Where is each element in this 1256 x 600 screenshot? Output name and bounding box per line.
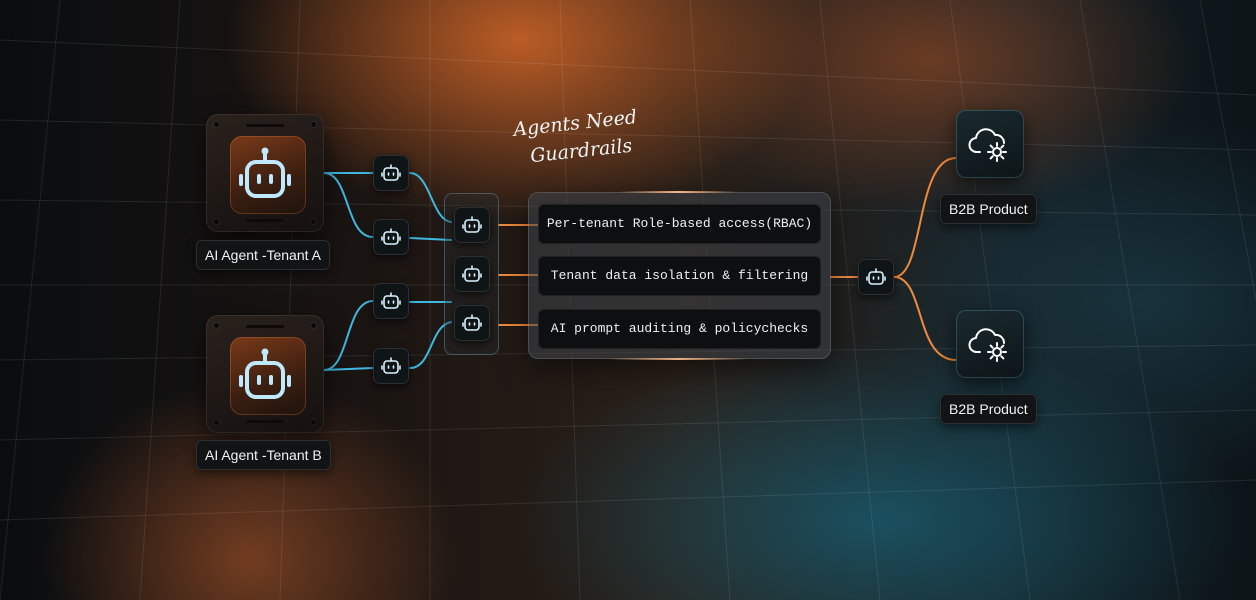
vent-slot [246,325,284,328]
robot-icon [461,214,483,236]
vent-slot [246,124,284,127]
robot-icon [380,355,402,377]
screw [311,122,316,127]
robot-icon [380,162,402,184]
stack-node [454,256,490,292]
agent-label-tenant-a: AI Agent -Tenant A [196,240,330,270]
robot-icon [380,226,402,248]
agent-card-tenant-b [206,315,324,433]
vent-slot [246,420,284,423]
guardrail-data-isolation: Tenant data isolation & filtering [538,256,821,296]
agent-label-tenant-b: AI Agent -Tenant B [196,440,331,470]
robot-icon [461,263,483,285]
robot-icon [380,290,402,312]
stack-node [454,305,490,341]
product-card-1 [956,110,1024,178]
screw [214,323,219,328]
product-card-2 [956,310,1024,378]
guardrail-prompt-auditing: AI prompt auditing & policychecks [538,309,821,349]
screw [214,420,219,425]
relay-node [373,155,409,191]
wire-agent-b-to-node-3 [324,301,373,370]
relay-node [373,283,409,319]
hub-node [858,259,894,295]
screw [311,219,316,224]
relay-node [373,348,409,384]
screw [311,420,316,425]
guardrail-rbac: Per-tenant Role-based access(RBAC) [538,204,821,244]
panel-glow [618,191,738,193]
product-label-1: B2B Product [940,194,1037,224]
cloud-gear-icon [968,122,1012,166]
screw [311,323,316,328]
product-label-2: B2B Product [940,394,1037,424]
agent-card-tenant-a [206,114,324,232]
stack-node [454,207,490,243]
vent-slot [246,219,284,222]
relay-node [373,219,409,255]
robot-icon [461,312,483,334]
robot-icon [235,347,295,407]
panel-glow [608,358,748,360]
robot-icon [865,266,887,288]
robot-icon [235,146,295,206]
screw [214,219,219,224]
guardrails-panel: Per-tenant Role-based access(RBAC) Tenan… [528,192,831,359]
wire-hub-to-product-2 [894,277,956,360]
cloud-gear-icon [968,322,1012,366]
screw [214,122,219,127]
wire-agent-a-to-node-2 [324,173,373,237]
